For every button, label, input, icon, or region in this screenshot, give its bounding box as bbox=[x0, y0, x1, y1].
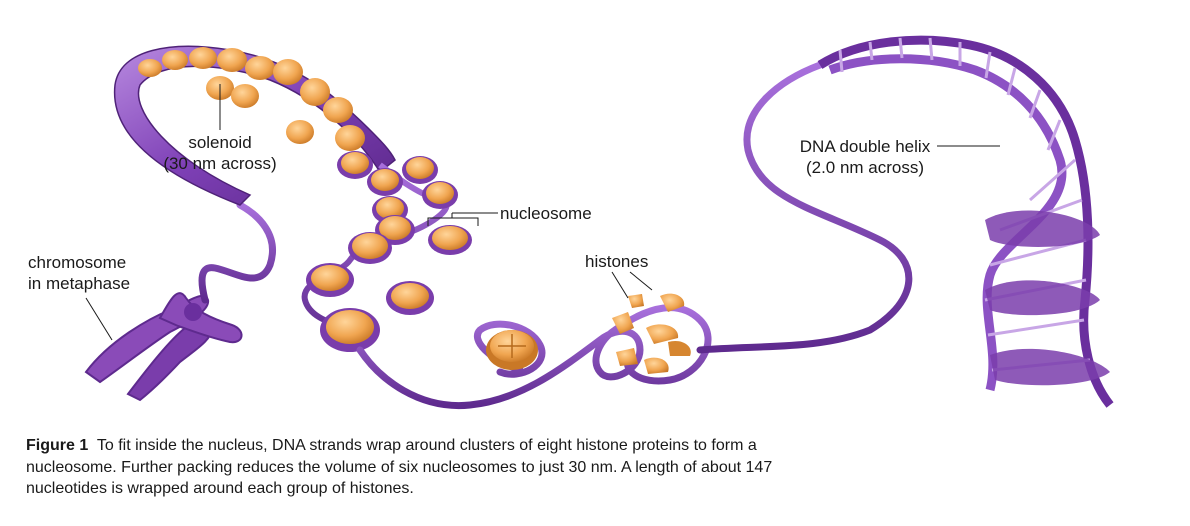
solenoid-histones bbox=[138, 47, 365, 151]
label-solenoid-line2: (30 nm across) bbox=[163, 154, 277, 173]
label-solenoid-line1: solenoid bbox=[188, 133, 252, 152]
figure-label: Figure 1 bbox=[26, 437, 89, 454]
label-double-helix: DNA double helix (2.0 nm across) bbox=[795, 136, 935, 178]
loose-histones bbox=[612, 293, 691, 374]
solenoid-coil bbox=[113, 45, 396, 206]
leader-lines bbox=[85, 84, 1000, 341]
label-chromosome: chromosome in metaphase bbox=[28, 252, 130, 294]
chromosome-shape bbox=[84, 292, 243, 402]
label-chromosome-line2: in metaphase bbox=[28, 274, 131, 293]
caption-text: To fit inside the nucleus, DNA strands w… bbox=[26, 437, 773, 497]
label-nucleosome: nucleosome bbox=[500, 204, 592, 223]
dna-strand-chromosome bbox=[198, 201, 276, 304]
label-chromosome-line1: chromosome bbox=[28, 253, 127, 272]
histone-core bbox=[486, 330, 538, 370]
label-solenoid: solenoid (30 nm across) bbox=[155, 132, 285, 174]
nucleosome-chain bbox=[301, 151, 472, 352]
label-histones: histones bbox=[585, 252, 649, 271]
double-helix bbox=[817, 35, 1114, 408]
label-helix-line1: DNA double helix bbox=[799, 137, 931, 156]
figure-caption: Figure 1 To fit inside the nucleus, DNA … bbox=[26, 435, 846, 500]
label-helix-line2: (2.0 nm across) bbox=[805, 158, 925, 177]
dna-packing-diagram bbox=[84, 35, 1114, 410]
dna-strand-to-helix bbox=[696, 61, 913, 354]
dna-strand-loop bbox=[356, 304, 712, 410]
